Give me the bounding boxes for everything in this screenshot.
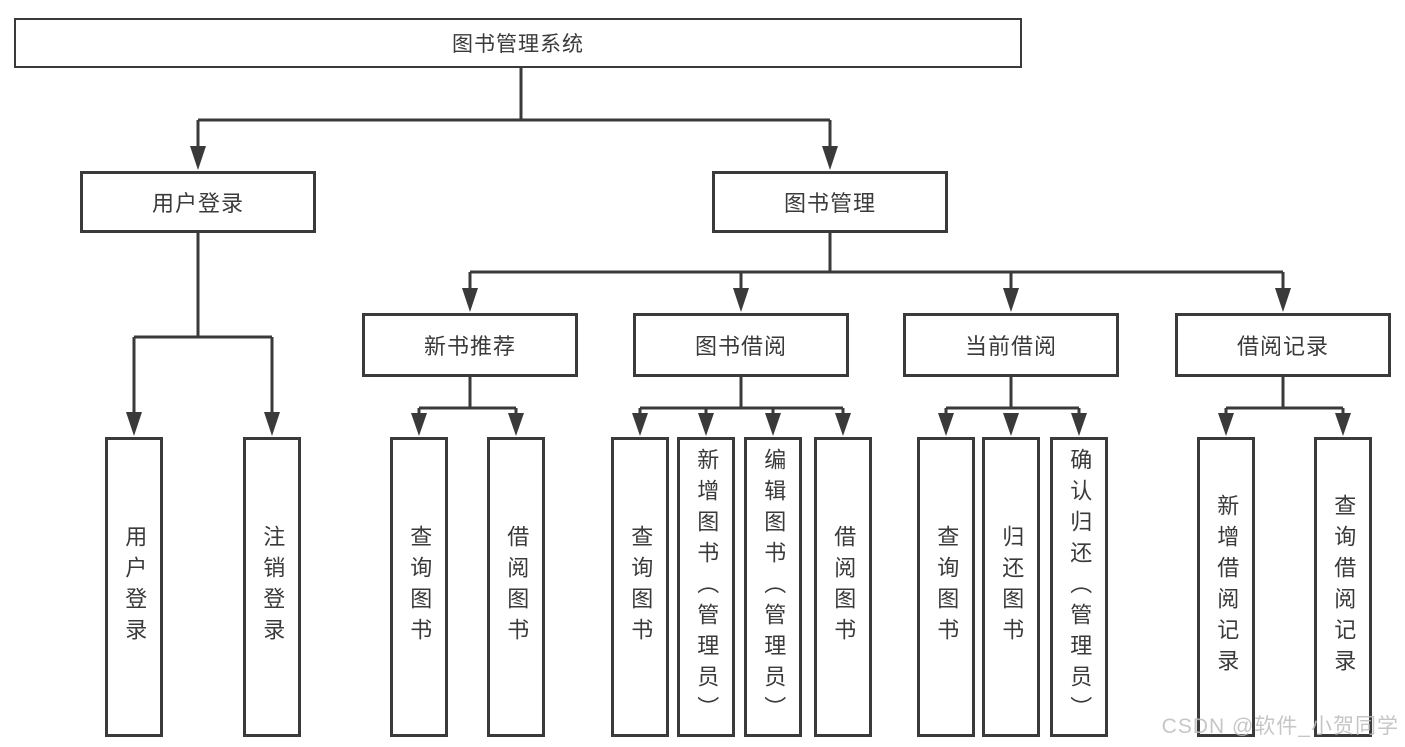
leaf-logout-label: 注销登录	[260, 525, 286, 649]
leaf-current-query-books-label: 查询图书	[934, 525, 960, 649]
leaf-borrowing-borrow-books-label: 借阅图书	[831, 525, 857, 649]
node-book-management: 图书管理	[712, 171, 948, 233]
leaf-current-confirm-return-admin-label: 确认归还（管理员）	[1067, 447, 1093, 727]
node-new-book-recommend: 新书推荐	[362, 313, 578, 377]
node-borrow-records-label: 借阅记录	[1236, 334, 1329, 359]
leaf-current-query-books: 查询图书	[917, 437, 975, 737]
leaf-recommend-borrow-books: 借阅图书	[487, 437, 545, 737]
node-user-login-label: 用户登录	[151, 191, 244, 216]
leaf-user-login: 用户登录	[105, 437, 163, 737]
node-root-label: 图书管理系统	[452, 33, 584, 56]
node-current-borrowing: 当前借阅	[903, 313, 1119, 377]
node-new-book-recommend-label: 新书推荐	[423, 334, 516, 359]
leaf-records-add-record-label: 新增借阅记录	[1214, 494, 1240, 680]
leaf-borrowing-add-books-admin-label: 新增图书（管理员）	[694, 447, 720, 727]
node-root: 图书管理系统	[14, 18, 1022, 68]
node-book-management-label: 图书管理	[783, 191, 876, 216]
leaf-recommend-query-books-label: 查询图书	[407, 525, 433, 649]
leaf-current-confirm-return-admin: 确认归还（管理员）	[1050, 437, 1108, 737]
leaf-records-query-record: 查询借阅记录	[1314, 437, 1372, 737]
leaf-borrowing-query-books: 查询图书	[611, 437, 669, 737]
node-user-login: 用户登录	[80, 171, 316, 233]
leaf-user-login-label: 用户登录	[122, 525, 148, 649]
node-book-borrowing-label: 图书借阅	[694, 334, 787, 359]
leaf-borrowing-add-books-admin: 新增图书（管理员）	[677, 437, 735, 737]
leaf-borrowing-borrow-books: 借阅图书	[814, 437, 872, 737]
leaf-borrowing-edit-books-admin-label: 编辑图书（管理员）	[761, 447, 787, 727]
leaf-borrowing-edit-books-admin: 编辑图书（管理员）	[744, 437, 802, 737]
leaf-logout: 注销登录	[243, 437, 301, 737]
leaf-records-add-record: 新增借阅记录	[1197, 437, 1255, 737]
leaf-current-return-books-label: 归还图书	[999, 525, 1025, 649]
leaf-records-query-record-label: 查询借阅记录	[1331, 494, 1357, 680]
csdn-watermark: CSDN @软件_小贺同学	[1161, 715, 1399, 738]
leaf-recommend-query-books: 查询图书	[390, 437, 448, 737]
node-current-borrowing-label: 当前借阅	[964, 334, 1057, 359]
node-borrow-records: 借阅记录	[1175, 313, 1391, 377]
node-book-borrowing: 图书借阅	[633, 313, 849, 377]
leaf-current-return-books: 归还图书	[982, 437, 1040, 737]
leaf-recommend-borrow-books-label: 借阅图书	[504, 525, 530, 649]
leaf-borrowing-query-books-label: 查询图书	[628, 525, 654, 649]
